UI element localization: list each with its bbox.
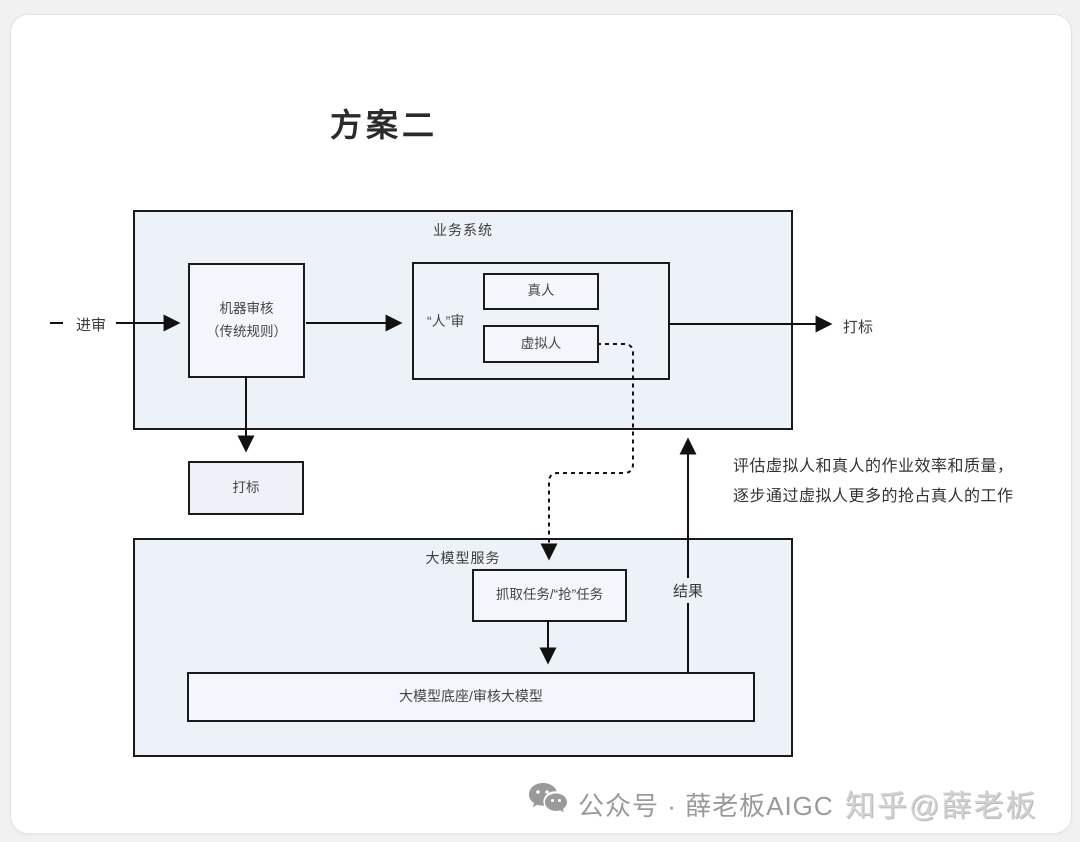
footer-account-text: 公众号 · 薛老板AIGC [578, 791, 834, 821]
result-label: 结果 [666, 578, 710, 603]
enter-review-label: 进审 [76, 317, 107, 334]
virtual-person-box: 虚拟人 [483, 325, 599, 363]
wechat-icon [529, 783, 567, 813]
footer-watermark: 知乎@薛老板 [845, 790, 1038, 823]
mark-box: 打标 [188, 461, 304, 515]
annotation-line2: 逐步通过虚拟人更多的抢占真人的工作 [733, 488, 1014, 505]
mark-out-label: 打标 [843, 319, 874, 336]
page-title: 方案二 [330, 107, 439, 143]
machine-review-line1: 机器审核 [219, 300, 274, 316]
grab-task-box: 抓取任务/“抢”任务 [472, 569, 627, 622]
real-person-box: 真人 [483, 273, 599, 310]
model-service-label: 大模型服务 [425, 550, 501, 566]
model-base-box: 大模型底座/审核大模型 [187, 672, 755, 722]
annotation-text: 评估虚拟人和真人的作业效率和质量， 逐步通过虚拟人更多的抢占真人的工作 [733, 452, 1053, 512]
annotation-line1: 评估虚拟人和真人的作业效率和质量， [733, 458, 1014, 475]
model-service-box: 大模型服务 [133, 538, 793, 757]
human-review-label: “人”审 [427, 313, 465, 329]
business-system-label: 业务系统 [433, 222, 493, 238]
machine-review-line2: （传统规则） [206, 323, 287, 339]
machine-review-box: 机器审核 （传统规则） [188, 263, 305, 378]
